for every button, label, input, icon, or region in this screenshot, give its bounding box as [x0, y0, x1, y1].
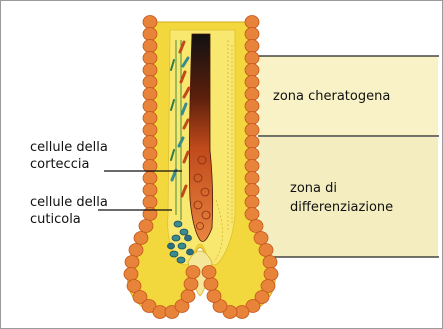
- wall-bead: [204, 278, 218, 291]
- wall-bead: [202, 266, 216, 279]
- wall-bead: [245, 52, 259, 65]
- wall-bead: [139, 220, 153, 233]
- wall-bead: [143, 64, 157, 77]
- wall-bead: [143, 184, 157, 197]
- differentiation-zone-label-line2: differenziazione: [290, 198, 393, 217]
- wall-bead: [245, 124, 259, 137]
- wall-bead: [245, 88, 259, 101]
- hair-shaft: [189, 34, 212, 242]
- wall-bead: [143, 28, 157, 41]
- wall-bead: [125, 256, 139, 269]
- wall-bead: [245, 136, 259, 149]
- wall-bead: [245, 40, 259, 53]
- wall-bead: [143, 100, 157, 113]
- wall-bead: [143, 124, 157, 137]
- wall-bead: [263, 256, 277, 269]
- wall-bead: [245, 16, 259, 29]
- wall-bead: [143, 136, 157, 149]
- wall-bead: [207, 290, 221, 303]
- wall-bead: [143, 172, 157, 185]
- wall-bead: [245, 76, 259, 89]
- differentiation-zone-label: zona di differenziazione: [290, 179, 393, 217]
- wall-bead: [124, 268, 138, 281]
- cortex-label: cellule della corteccia: [30, 139, 108, 173]
- wall-bead: [245, 148, 259, 161]
- wall-bead: [181, 290, 195, 303]
- wall-bead: [186, 266, 200, 279]
- wall-bead: [254, 232, 268, 245]
- wall-bead: [245, 100, 259, 113]
- cortex-label-line1: cellule della: [30, 139, 108, 156]
- wall-bead: [245, 28, 259, 41]
- wall-bead: [143, 148, 157, 161]
- wall-bead: [143, 40, 157, 53]
- cuticle-label-line1: cellule della: [30, 194, 108, 211]
- wall-bead: [245, 196, 259, 209]
- cuticle-label: cellule della cuticola: [30, 194, 108, 228]
- wall-bead: [143, 112, 157, 125]
- wall-bead: [134, 232, 148, 245]
- wall-bead: [245, 172, 259, 185]
- wall-bead: [259, 244, 273, 257]
- wall-bead: [143, 88, 157, 101]
- wall-bead: [143, 52, 157, 65]
- wall-bead: [245, 160, 259, 173]
- wall-bead: [143, 16, 157, 29]
- cuticle-label-line2: cuticola: [30, 211, 108, 228]
- wall-bead: [245, 208, 259, 221]
- wall-bead: [245, 184, 259, 197]
- wall-bead: [129, 244, 143, 257]
- differentiation-zone-label-line1: zona di: [290, 179, 393, 198]
- wall-bead: [245, 112, 259, 125]
- wall-bead: [264, 268, 278, 281]
- cortex-label-line2: corteccia: [30, 156, 108, 173]
- wall-bead: [143, 76, 157, 89]
- wall-bead: [143, 196, 157, 209]
- wall-bead: [249, 220, 263, 233]
- wall-bead: [184, 278, 198, 291]
- keratogenous-zone-label: zona cheratogena: [273, 87, 390, 106]
- wall-bead: [245, 64, 259, 77]
